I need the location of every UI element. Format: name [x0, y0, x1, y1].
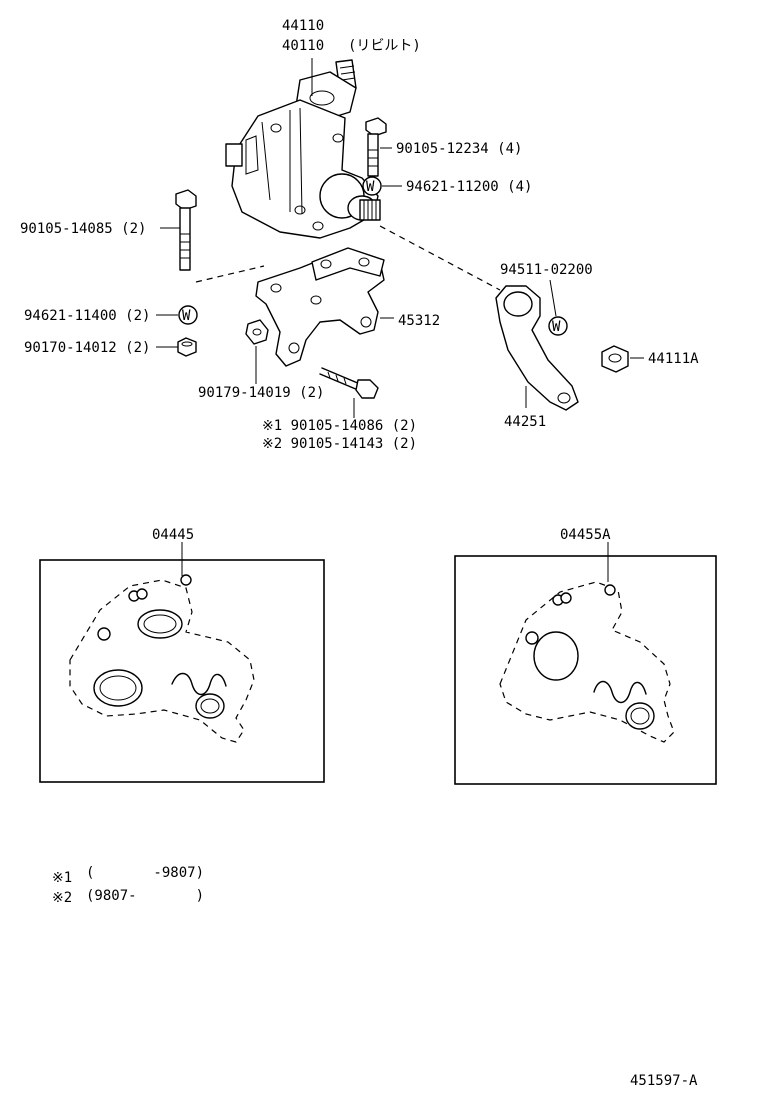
label-arm-washer: 94511-02200 [500, 262, 593, 278]
note2-mark: ※2 [52, 890, 72, 906]
bracket-icon [255, 247, 385, 367]
svg-text:W: W [552, 319, 561, 335]
label-bolt-alt1: ※1 90105-14086 (2) [262, 418, 417, 434]
label-washer-upper: 94621-11200 (4) [406, 179, 532, 195]
kit1-frame [39, 559, 325, 783]
kit2-parts-icon [499, 581, 675, 743]
label-bolt-alt2: ※2 90105-14143 (2) [262, 436, 417, 452]
label-bracket: 45312 [398, 313, 440, 329]
bolt-upper-icon [365, 117, 387, 177]
note1-range: ( -9807) [86, 865, 204, 881]
washer-upper-icon: W [362, 176, 382, 196]
leader-lines [156, 58, 644, 582]
arm-nut-icon [601, 345, 629, 373]
label-pitman-arm: 44251 [504, 414, 546, 430]
kit1-parts-icon [69, 574, 255, 743]
washer-left-icon: W [178, 305, 198, 325]
label-bolt-left: 90105-14085 (2) [20, 221, 146, 237]
label-rebuilt-note: (リビルト) [348, 38, 421, 54]
pitman-arm-icon [495, 285, 579, 411]
guide-line-left [195, 265, 265, 283]
arm-washer-icon: W [548, 316, 568, 336]
svg-text:W: W [182, 308, 191, 324]
label-kit2: 04455A [560, 527, 611, 543]
note1-mark: ※1 [52, 870, 72, 886]
label-arm-nut: 44111A [648, 351, 699, 367]
diagram-code: 451597-A [630, 1073, 698, 1089]
kit2-frame [454, 555, 717, 785]
label-collar: 90179-14019 (2) [198, 385, 324, 401]
label-gear-rebuilt: 40110 [282, 38, 324, 54]
steering-gear-housing [225, 59, 381, 239]
nut-left-icon [177, 337, 197, 357]
guide-line-arm [379, 225, 501, 291]
note2-range: (9807- ) [86, 888, 204, 904]
collar-icon [245, 319, 269, 345]
label-kit1: 04445 [152, 527, 194, 543]
label-nut-left: 90170-14012 (2) [24, 340, 150, 356]
label-washer-left: 94621-11400 (2) [24, 308, 150, 324]
bolt-alt-icon [319, 367, 379, 399]
label-gear-assy: 44110 [282, 18, 324, 34]
label-bolt-upper: 90105-12234 (4) [396, 141, 522, 157]
svg-text:W: W [366, 179, 375, 195]
bolt-left-icon [175, 189, 197, 271]
